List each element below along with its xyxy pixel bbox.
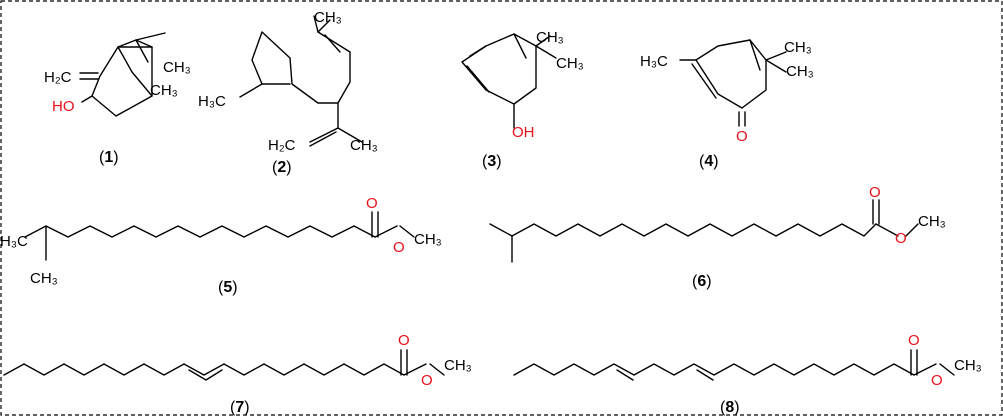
compound-5-methyl-down-label: CH₃ bbox=[30, 270, 58, 287]
compound-4-structure: H₃C CH₃ CH₃ O bbox=[640, 39, 814, 145]
compound-7-caption: (7) bbox=[230, 399, 250, 416]
compound-1-caption: (1) bbox=[99, 149, 119, 166]
compound-5-structure: H₃C CH₃ O O CH₃ bbox=[0, 195, 442, 287]
compound-6-caption: (6) bbox=[692, 273, 712, 290]
compound-4-methyl-left-label: H₃C bbox=[640, 53, 668, 70]
compound-2-methyl-top-label: CH₃ bbox=[314, 9, 342, 26]
compound-2-methyl-left-label: H₃C bbox=[198, 93, 226, 110]
compound-5-methyl-left-label: H₃C bbox=[0, 233, 28, 250]
compound-7-ester-methyl-label: CH₃ bbox=[444, 357, 472, 374]
compound-2-ch2-label: H₂C bbox=[268, 137, 296, 154]
compound-8-ester-methyl-label: CH₃ bbox=[954, 357, 982, 374]
compound-8-structure: O O CH₃ bbox=[513, 332, 982, 389]
compound-4-methyl-b-label: CH₃ bbox=[786, 63, 814, 80]
compound-1-structure: H₂C CH₃ CH₃ HO bbox=[44, 32, 191, 117]
compound-4-caption: (4) bbox=[699, 153, 719, 170]
compound-8-caption: (8) bbox=[720, 399, 740, 416]
compound-3-structure: CH₃ CH₃ OH bbox=[461, 29, 584, 141]
compound-8-ester-oxygen-label: O bbox=[931, 372, 943, 389]
compound-3-methyl-b-label: CH₃ bbox=[556, 55, 584, 72]
compound-7-carbonyl-oxygen-label: O bbox=[398, 332, 410, 349]
compound-4-methyl-a-label: CH₃ bbox=[784, 39, 812, 56]
compound-6-ester-methyl-label: CH₃ bbox=[918, 213, 946, 230]
compound-4-oxo-label: O bbox=[736, 128, 748, 145]
compound-1-methyl-a-label: CH₃ bbox=[163, 59, 191, 76]
compound-6-ester-oxygen-label: O bbox=[895, 230, 907, 247]
compound-3-caption: (3) bbox=[482, 153, 502, 170]
compound-1-hydroxyl-label: HO bbox=[52, 98, 75, 115]
compound-1-methyl-b-label: CH₃ bbox=[150, 82, 178, 99]
compound-2-caption: (2) bbox=[272, 159, 292, 176]
compound-1-ch2-label: H₂C bbox=[44, 69, 72, 86]
compound-7-structure: O O CH₃ bbox=[3, 332, 472, 389]
compound-5-carbonyl-oxygen-label: O bbox=[366, 195, 378, 212]
compound-6-structure: O O CH₃ bbox=[489, 184, 946, 263]
compound-2-structure: CH₃ H₃C CH₃ H₂C bbox=[198, 9, 378, 154]
compound-5-caption: (5) bbox=[218, 279, 238, 296]
compound-6-carbonyl-oxygen-label: O bbox=[869, 184, 881, 201]
compound-3-hydroxyl-label: OH bbox=[512, 124, 535, 141]
compound-8-carbonyl-oxygen-label: O bbox=[908, 332, 920, 349]
compound-3-methyl-a-label: CH₃ bbox=[536, 29, 564, 46]
compound-5-ester-oxygen-label: O bbox=[393, 239, 405, 256]
compound-7-ester-oxygen-label: O bbox=[421, 372, 433, 389]
compound-2-isopropenyl-methyl-label: CH₃ bbox=[350, 137, 378, 154]
compound-5-ester-methyl-label: CH₃ bbox=[414, 231, 442, 248]
